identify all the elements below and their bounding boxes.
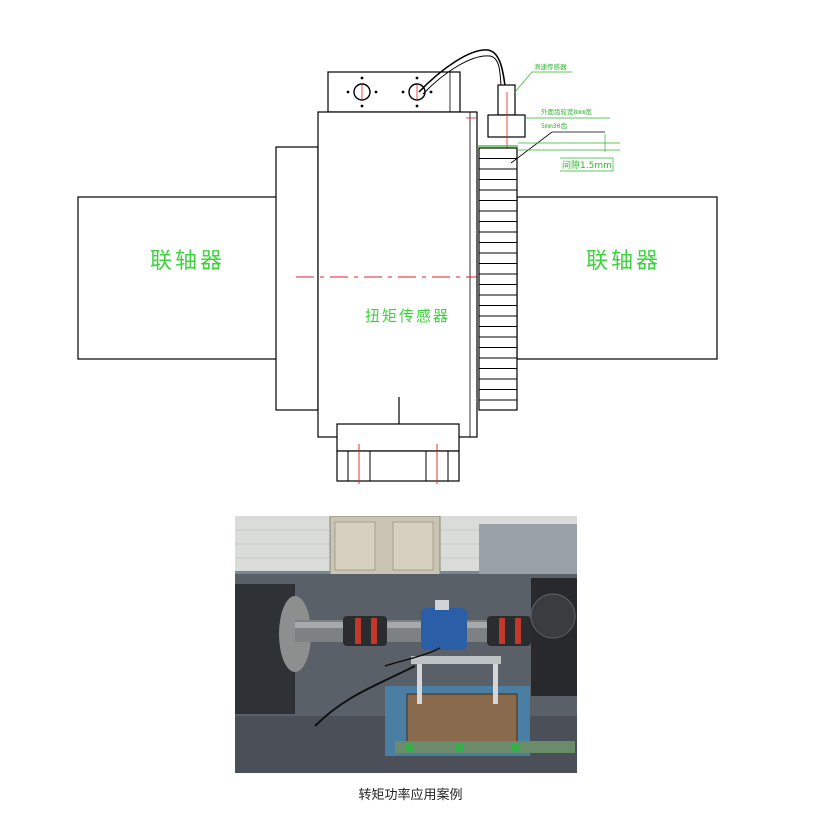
gap-leader <box>560 157 614 172</box>
sensor-label: 扭矩传感器 <box>365 307 450 325</box>
connector-hole-left <box>346 76 378 108</box>
test-bench-photo <box>235 516 577 773</box>
top-connector-block <box>327 71 461 113</box>
connector-hole-right <box>401 76 433 108</box>
coupling-right-label: 联轴器 <box>586 249 661 274</box>
torque-sensor-photo <box>421 608 467 650</box>
sensor-cable <box>418 49 506 93</box>
sensor-mount <box>487 114 526 138</box>
mount-annotation: 外面齿轮宽8mm宽 <box>541 107 592 116</box>
speed-sensor-annotation: 测速传感器 <box>534 62 567 71</box>
teeth-leader <box>510 131 605 164</box>
torque-sensor-diagram: 联轴器 联轴器 扭矩传感器 测速传感器 <box>77 49 718 484</box>
bottom-connector-top <box>336 423 460 452</box>
speed-sensor <box>497 84 516 116</box>
photo-caption: 转矩功率应用案例 <box>358 788 463 803</box>
torque-sensor-body <box>317 111 478 438</box>
coupling-left-label: 联轴器 <box>150 249 225 274</box>
speed-sensor-leader <box>514 71 572 93</box>
bottom-connector-plug <box>336 450 460 482</box>
coupling-right-photo <box>487 616 531 646</box>
gap-annotation: 间隙1.5mm <box>562 159 612 171</box>
left-flange <box>275 146 319 411</box>
gear-teeth-lines <box>479 158 517 401</box>
coupling-left-photo <box>343 616 387 646</box>
teeth-annotation: 5mm30齿 <box>541 122 568 130</box>
coupling-right <box>516 196 718 360</box>
gear-teeth <box>478 147 518 411</box>
coupling-left <box>77 196 279 360</box>
